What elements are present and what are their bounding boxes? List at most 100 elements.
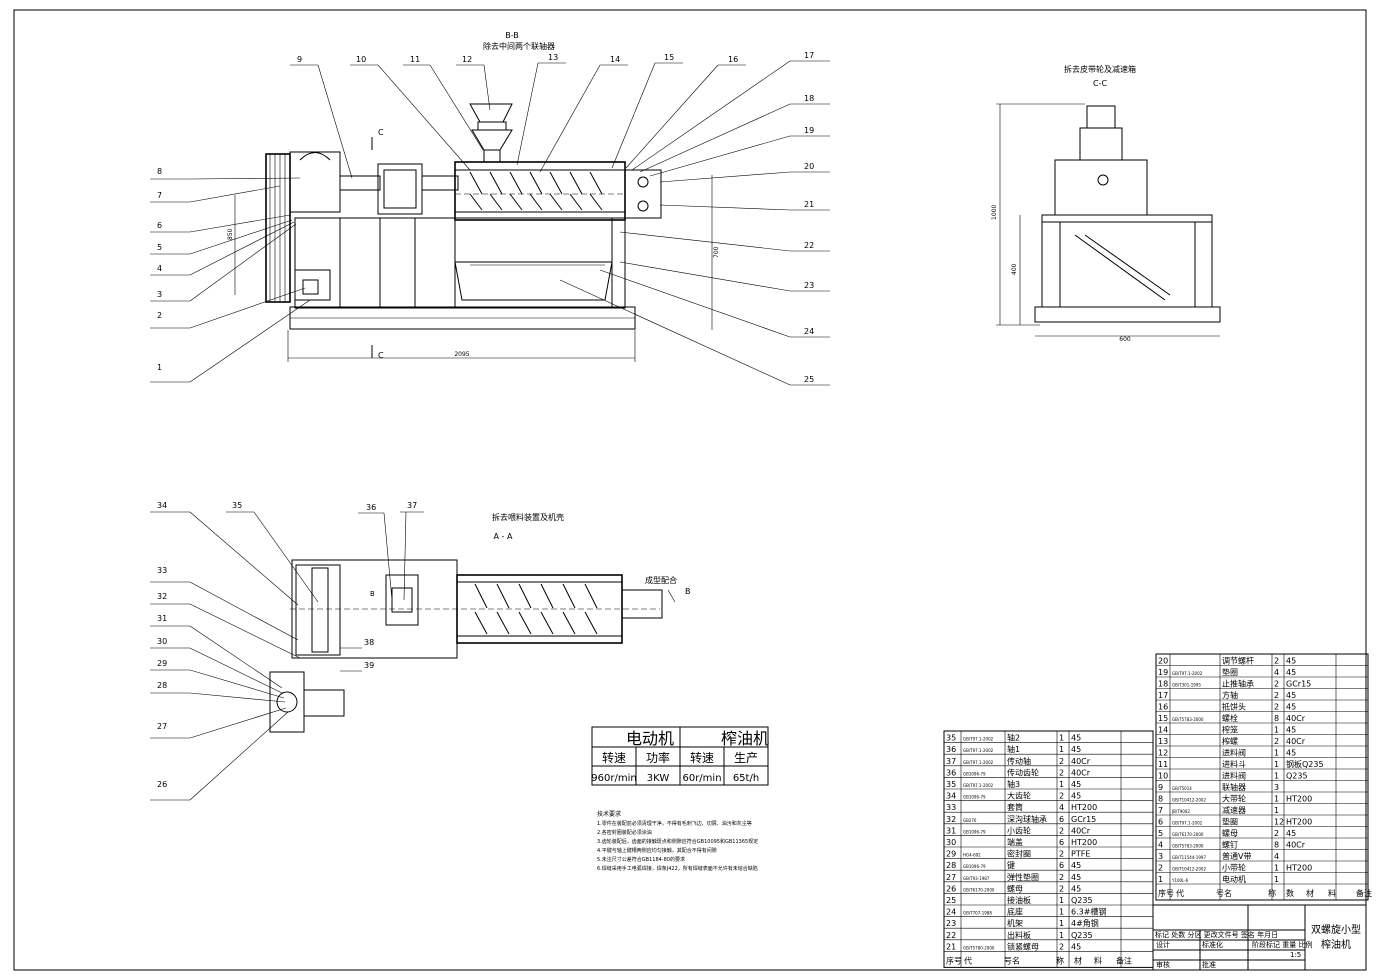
bom-left-cell: 1 <box>1059 734 1064 743</box>
bom-right-cell: GB/T97.1-2002 <box>1172 821 1203 826</box>
bom-left-cell: 31 <box>946 826 956 835</box>
title-block-review: 审核 <box>1156 960 1170 969</box>
bom-right-header-cell: 材 <box>1306 888 1314 898</box>
bom-right-cell: Q235 <box>1286 772 1308 781</box>
bom-right-cell: 1 <box>1274 875 1279 884</box>
bom-left-cell: 2 <box>1059 792 1064 801</box>
balloon-37: 37 <box>407 501 417 510</box>
bom-right-cell: 1 <box>1274 795 1279 804</box>
bom-right-cell: 4 <box>1158 841 1163 850</box>
bom-right-cell: 19 <box>1158 668 1168 677</box>
bom-left-cell: 轴1 <box>1007 744 1020 754</box>
balloon-18: 18 <box>804 94 814 103</box>
bom-right-cell: 18 <box>1158 680 1168 689</box>
balloon-10: 10 <box>356 55 366 64</box>
balloon-19: 19 <box>804 126 814 135</box>
side-frame <box>1041 214 1213 308</box>
front-reducer <box>289 151 341 213</box>
plan-balloons-inner: 38 39 <box>340 638 374 672</box>
bom-right-cell: 大带轮 <box>1222 794 1246 804</box>
bom-right-cell: 12 <box>1158 749 1168 758</box>
front-gearbox <box>377 163 423 215</box>
bom-left-cell: 45 <box>1071 942 1081 951</box>
bom-right-header-cell: 料 <box>1328 888 1336 898</box>
bom-left-cell: 6 <box>1059 815 1064 824</box>
bom-left-cell: 4#角钢 <box>1071 918 1099 928</box>
front-balloons-right: 18 19 20 21 22 23 24 25 <box>559 94 830 386</box>
bom-left-cell: 弹性垫圈 <box>1007 872 1039 882</box>
front-dim-length: 2095 <box>454 351 469 358</box>
balloon-4: 4 <box>157 264 162 273</box>
title-block-row1: 标记 处数 分区 更改文件号 签名 年月日 <box>1155 930 1278 939</box>
bom-left-cell: 2 <box>1059 884 1064 893</box>
plan-title: 拆去喂料装置及机壳 <box>492 512 564 522</box>
bom-right-cell: JB/T9002 <box>1171 809 1190 814</box>
balloon-36: 36 <box>366 503 376 512</box>
bom-right-cell: 2 <box>1274 657 1279 666</box>
tech-item-6: 6.焊缝采用手工电弧焊接，焊条J422，所有焊缝表面不允许有未熔合缺陷 <box>597 865 758 872</box>
drawing-border <box>13 9 1367 971</box>
balloon-11: 11 <box>410 55 420 64</box>
bom-right-cell: 进料阀 <box>1222 771 1246 781</box>
front-pulley <box>265 153 291 303</box>
bom-right-cell: GB/T5783-2000 <box>1172 844 1204 849</box>
bom-left-cell: 26 <box>946 884 956 893</box>
bom-left-cell: 40Cr <box>1071 768 1091 777</box>
bom-left-cell: 轴2 <box>1007 733 1020 743</box>
spec-col-1: 转速 <box>602 750 626 765</box>
bom-left-cell: 1 <box>1059 896 1064 905</box>
bom-right-cell: 15 <box>1158 714 1168 723</box>
bom-right-cell: 榨螺 <box>1222 736 1238 746</box>
balloon-24: 24 <box>804 327 814 336</box>
bom-left-cell: GB/T93-1987 <box>963 876 990 881</box>
bom-right-cell: 2 <box>1274 680 1279 689</box>
bom-left-cell: GB/T5780-2000 <box>963 945 995 950</box>
bom-left-cell: 接油板 <box>1007 895 1031 905</box>
bom-right-cell: 螺钉 <box>1222 840 1238 850</box>
bom-right-cell: 40Cr <box>1286 841 1306 850</box>
bom-right-cell: 6 <box>1158 818 1163 827</box>
bom-right-cell: 调节螺杆 <box>1222 656 1254 666</box>
bom-right-cell: 40Cr <box>1286 737 1306 746</box>
bom-right-cell: 1 <box>1274 772 1279 781</box>
bom-right-cell: 1 <box>1274 749 1279 758</box>
bom-right-cell: 1 <box>1274 726 1279 735</box>
bom-right-cell: 4 <box>1274 668 1279 677</box>
bom-left-cell: GB/T6170-2000 <box>963 887 995 892</box>
bom-right-cell: GB/T5014 <box>1172 786 1192 791</box>
bom-left-cell: HT200 <box>1071 838 1097 847</box>
side-hopper <box>1086 105 1116 129</box>
bom-right-cell: 止推轴承 <box>1222 679 1254 689</box>
balloon-25: 25 <box>804 375 814 384</box>
bom-right-cell: GB/T6170-2000 <box>1172 832 1204 837</box>
bom-left-cell: GB/T97.1-2002 <box>963 737 994 742</box>
bom-left-cell: Q235 <box>1071 896 1093 905</box>
bom-right-cell: GB/T5783-2000 <box>1172 717 1204 722</box>
spec-table: 电动机 榨油机 转速 功率 转速 生产 960r/min 3KW 60r/min… <box>591 726 769 786</box>
bom-left-cell: 32 <box>946 815 956 824</box>
front-balloons-left: 8 7 6 5 4 3 2 1 <box>150 167 311 383</box>
side-section-label: C-C <box>1093 79 1107 88</box>
bom-right-cell: 40Cr <box>1286 714 1306 723</box>
plan-screw-flights <box>474 583 598 635</box>
bom-right-cell: 榨笼 <box>1222 725 1238 735</box>
bom-right-cell: 20 <box>1158 657 1168 666</box>
bom-left-cell: 30 <box>946 838 956 847</box>
bom-left-cell: 25 <box>946 896 956 905</box>
bom-right-header-cell: 序号 <box>1158 888 1174 898</box>
bom-left-cell: GB1096-79 <box>963 795 986 800</box>
bom-right-header-cell: 称 <box>1268 888 1276 898</box>
bom-left-cell: 深沟球轴承 <box>1007 814 1047 824</box>
bom-left-cell: 22 <box>946 931 956 940</box>
bom-right-cell: 3 <box>1274 783 1279 792</box>
